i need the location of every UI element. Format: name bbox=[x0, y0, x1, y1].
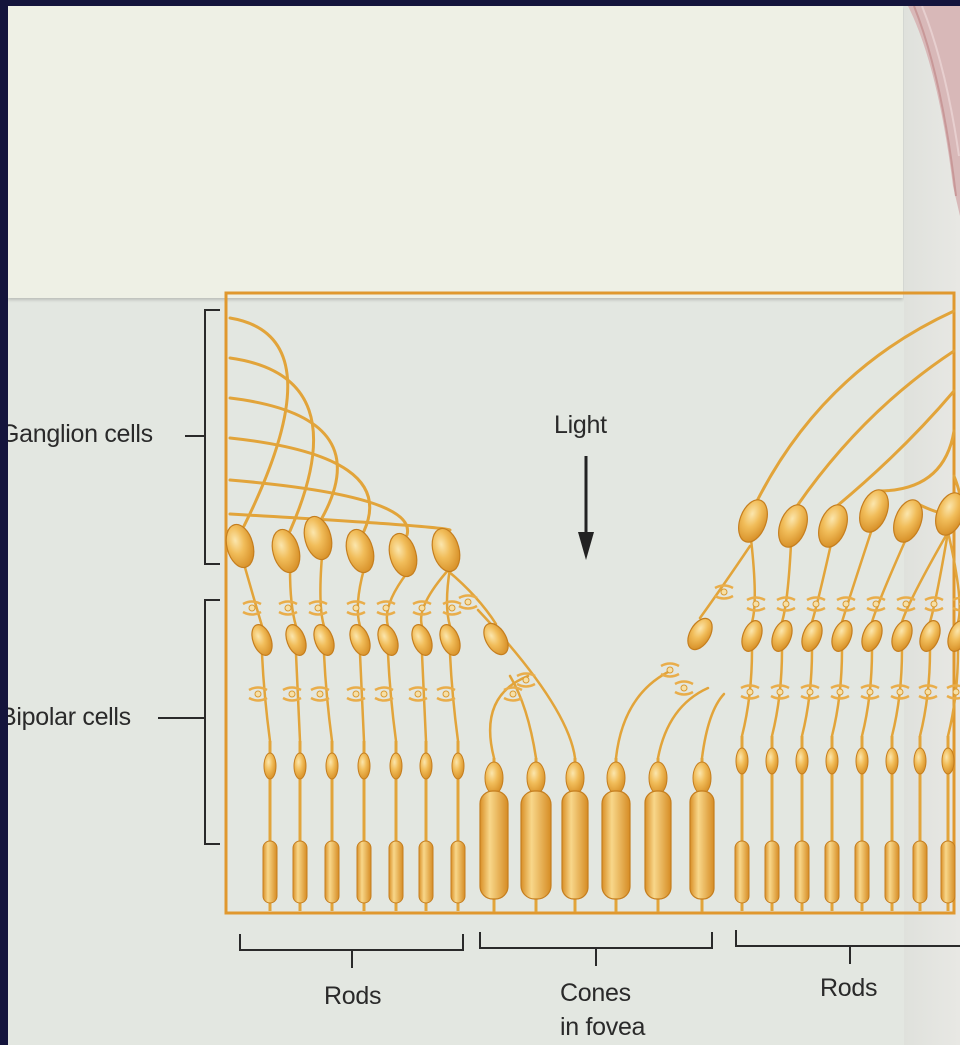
synapse-upper-left bbox=[443, 602, 461, 615]
rod-left bbox=[451, 741, 465, 911]
cone-neurite bbox=[658, 688, 708, 758]
rod-right bbox=[885, 736, 899, 911]
bipolar-to-ganglion-left bbox=[290, 569, 296, 626]
synapse-upper-left bbox=[279, 602, 297, 615]
bipolar-cell-right bbox=[828, 618, 856, 654]
retina-cells bbox=[222, 486, 960, 912]
bipolar-cell-left bbox=[374, 622, 402, 658]
rod-left bbox=[263, 741, 277, 911]
cones-label: Cones bbox=[560, 979, 631, 1008]
rod-right bbox=[795, 736, 809, 911]
rods-left-bracket bbox=[240, 934, 463, 968]
retina-diagram bbox=[8, 6, 960, 1045]
ganglion-cell-left bbox=[268, 526, 305, 575]
rod-right bbox=[855, 736, 869, 911]
synapse-fovea bbox=[459, 596, 477, 609]
bipolar-cell-left bbox=[436, 622, 464, 658]
slide-photo: Ganglion cells Bipolar cells Light Rods … bbox=[8, 6, 960, 1045]
fovea-bipolar-axon bbox=[448, 571, 496, 624]
synapse-fovea bbox=[675, 682, 693, 695]
rod-right bbox=[825, 736, 839, 911]
bipolar-to-ganglion-left bbox=[387, 573, 407, 626]
bipolar-cell-right bbox=[888, 618, 916, 654]
synapse-upper-left bbox=[347, 602, 365, 615]
rod-left bbox=[325, 741, 339, 911]
bipolar-cell-left bbox=[310, 622, 338, 658]
cones-bracket bbox=[480, 932, 712, 966]
bipolar-cell-right bbox=[738, 618, 766, 654]
cone-fovea bbox=[521, 758, 551, 912]
bipolar-cell-right bbox=[916, 618, 944, 654]
bipolar-cell-right bbox=[798, 618, 826, 654]
cone-fovea bbox=[602, 758, 630, 912]
ganglion-axon-right bbox=[797, 351, 954, 506]
bipolar-cell-fovea bbox=[683, 614, 717, 653]
rods-right-bracket bbox=[736, 930, 960, 964]
ganglion-bracket bbox=[205, 310, 220, 564]
rods-right-label: Rods bbox=[820, 974, 877, 1003]
cone-fovea bbox=[480, 758, 508, 912]
rod-right bbox=[913, 736, 927, 911]
bipolar-cell-right bbox=[944, 618, 960, 654]
fovea-bipolar-axon bbox=[700, 546, 750, 618]
synapse-upper-right bbox=[747, 598, 765, 611]
ganglion-cell-left bbox=[385, 530, 422, 579]
cone-fovea bbox=[562, 758, 588, 912]
bipolar-cell-fovea bbox=[479, 619, 513, 658]
ganglion-axon-left bbox=[230, 514, 450, 530]
bipolar-cell-right bbox=[858, 618, 886, 654]
bipolar-to-ganglion-left bbox=[447, 568, 450, 626]
rod-left bbox=[357, 741, 371, 911]
ganglion-cell-right bbox=[813, 501, 852, 551]
ganglion-cell-left bbox=[342, 526, 379, 575]
bipolar-cells-label: Bipolar cells bbox=[8, 703, 131, 732]
bipolar-cell-left bbox=[408, 622, 436, 658]
ganglion-cell-right bbox=[888, 496, 927, 546]
rod-right bbox=[765, 736, 779, 911]
rod-right bbox=[735, 736, 749, 911]
bipolar-cell-left bbox=[282, 622, 310, 658]
bipolar-cell-left bbox=[346, 622, 374, 658]
bipolar-cell-left bbox=[248, 622, 276, 658]
ganglion-axon-right bbox=[757, 311, 954, 501]
bipolar-bracket bbox=[205, 600, 220, 844]
ganglion-cell-right bbox=[733, 496, 772, 546]
rod-left bbox=[389, 741, 403, 911]
cone-fovea bbox=[690, 758, 714, 912]
ganglion-cell-right bbox=[930, 489, 960, 539]
synapse-upper-left bbox=[243, 602, 261, 615]
ganglion-cell-right bbox=[854, 486, 893, 536]
light-arrow bbox=[578, 456, 594, 560]
bipolar-to-ganglion-left bbox=[421, 568, 450, 626]
rods-left-label: Rods bbox=[324, 982, 381, 1011]
light-label: Light bbox=[554, 411, 607, 440]
cone-fovea bbox=[645, 758, 671, 912]
ganglion-cell-left bbox=[428, 525, 465, 574]
rod-left bbox=[293, 741, 307, 911]
ganglion-axons bbox=[230, 311, 960, 758]
synapse-upper-left bbox=[309, 602, 327, 615]
in-fovea-label: in fovea bbox=[560, 1013, 645, 1042]
cone-neurite bbox=[702, 694, 724, 758]
bipolar-to-ganglion-left bbox=[358, 569, 364, 626]
bipolar-to-ganglion-left bbox=[244, 564, 262, 626]
ganglion-axon-left bbox=[230, 318, 288, 526]
synapse-fovea bbox=[661, 664, 679, 677]
rod-left bbox=[419, 741, 433, 911]
ganglion-cell-right bbox=[773, 501, 812, 551]
bipolar-cell-right bbox=[768, 618, 796, 654]
ganglion-cells-label: Ganglion cells bbox=[8, 420, 153, 449]
page-curl bbox=[908, 6, 960, 216]
